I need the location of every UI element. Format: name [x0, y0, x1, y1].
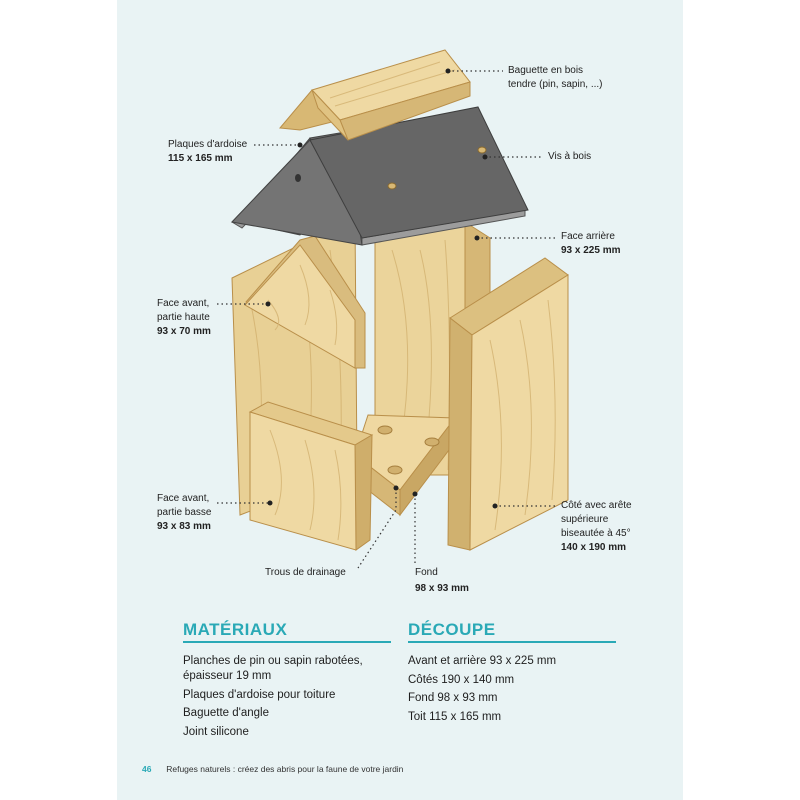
label-cote-line2: supérieure [561, 514, 609, 525]
leader-dots [265, 68, 498, 509]
label-cote: Côté avec arête supérieure biseautée à 4… [561, 499, 632, 555]
list-item: Côtés 190 x 140 mm [408, 673, 515, 686]
footer: 46 Refuges naturels : créez des abris po… [142, 764, 403, 774]
list-item: Plaques d'ardoise pour toiture [183, 688, 336, 701]
list-item: Fond 98 x 93 mm [408, 692, 498, 704]
label-ardoise-text: Plaques d'ardoise [168, 139, 248, 150]
label-vis-text: Vis à bois [548, 151, 592, 162]
birdhouse-exploded-illustration [217, 49, 569, 569]
label-cote-line1: Côté avec arête [561, 500, 632, 511]
label-face-basse-line1: Face avant, [157, 493, 210, 504]
list-item: Avant et arrière 93 x 225 mm [408, 655, 557, 667]
label-baguette-line1: Baguette en bois [508, 65, 584, 76]
book-title: Refuges naturels : créez des abris pour … [166, 764, 404, 774]
leader-lines [217, 70, 556, 569]
ridge-baguette [279, 49, 471, 141]
label-ardoise: Plaques d'ardoise 115 x 165 mm [168, 138, 247, 166]
label-fond: Fond 98 x 93 mm [415, 566, 469, 596]
label-cote-line3: biseautée à 45° [561, 528, 631, 539]
label-trous-text: Trous de drainage [265, 567, 346, 578]
label-baguette: Baguette en bois tendre (pin, sapin, ...… [508, 64, 603, 92]
label-face-haute-line2: partie haute [157, 312, 210, 323]
materiaux-rule [183, 641, 391, 643]
label-face-basse: Face avant, partie basse 93 x 83 mm [157, 492, 211, 534]
right-side-panel [447, 257, 569, 551]
label-fond-dim: 98 x 93 mm [415, 583, 469, 594]
label-face-haute: Face avant, partie haute 93 x 70 mm [157, 297, 211, 339]
label-face-haute-line1: Face avant, [157, 298, 210, 309]
materiaux-list: Planches de pin ou sapin rabotées, épais… [183, 654, 388, 743]
label-cote-dim: 140 x 190 mm [561, 542, 627, 553]
label-vis: Vis à bois [548, 150, 591, 164]
list-item: Planches de pin ou sapin rabotées, épais… [183, 655, 363, 682]
decoupe-list: Avant et arrière 93 x 225 mm Côtés 190 x… [408, 654, 618, 728]
list-item: Joint silicone [183, 725, 249, 738]
label-ardoise-dim: 115 x 165 mm [168, 153, 233, 164]
decoupe-title: DÉCOUPE [408, 620, 496, 639]
label-fond-text: Fond [415, 567, 438, 578]
label-face-arriere: Face arrière 93 x 225 mm [561, 230, 621, 258]
front-bottom-piece [248, 401, 374, 551]
slate-roof [230, 106, 529, 246]
list-item: Baguette d'angle [183, 707, 269, 719]
label-face-arriere-dim: 93 x 225 mm [561, 245, 621, 256]
label-baguette-line2: tendre (pin, sapin, ...) [508, 79, 603, 90]
front-top-piece [244, 235, 366, 369]
materiaux-title: MATÉRIAUX [183, 620, 288, 639]
label-face-haute-dim: 93 x 70 mm [157, 326, 211, 337]
label-face-basse-dim: 93 x 83 mm [157, 521, 211, 532]
label-face-basse-line2: partie basse [157, 507, 212, 518]
list-item: Toit 115 x 165 mm [408, 710, 502, 723]
page-number: 46 [142, 764, 152, 774]
label-face-arriere-text: Face arrière [561, 231, 615, 242]
label-trous: Trous de drainage [265, 566, 346, 580]
decoupe-rule [408, 641, 616, 643]
